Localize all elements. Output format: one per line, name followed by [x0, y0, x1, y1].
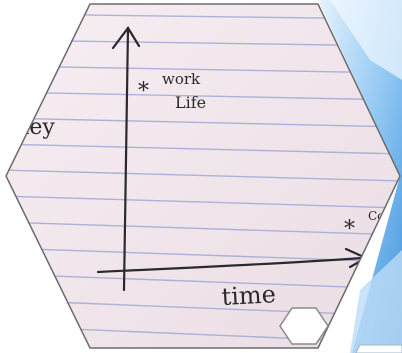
- life-label: Life: [175, 93, 206, 112]
- y-axis-line: [122, 26, 130, 292]
- upper-asterisk: *: [138, 79, 149, 104]
- work-label: work: [162, 70, 201, 88]
- small-hexagon-badge: [279, 307, 329, 345]
- hand-drawn-axes: [96, 26, 369, 292]
- y-axis-label-fragment: oney: [2, 115, 55, 140]
- ruled-lines: [6, 13, 400, 344]
- right-label-fragment: Co: [368, 209, 384, 223]
- hexagon-border: [5, 3, 401, 349]
- x-axis-line: [96, 256, 364, 274]
- blue-frame-panel: [318, 0, 402, 353]
- x-axis-label: time: [221, 280, 277, 311]
- right-asterisk: *: [344, 217, 355, 242]
- y-axis-arrowhead: [111, 26, 141, 50]
